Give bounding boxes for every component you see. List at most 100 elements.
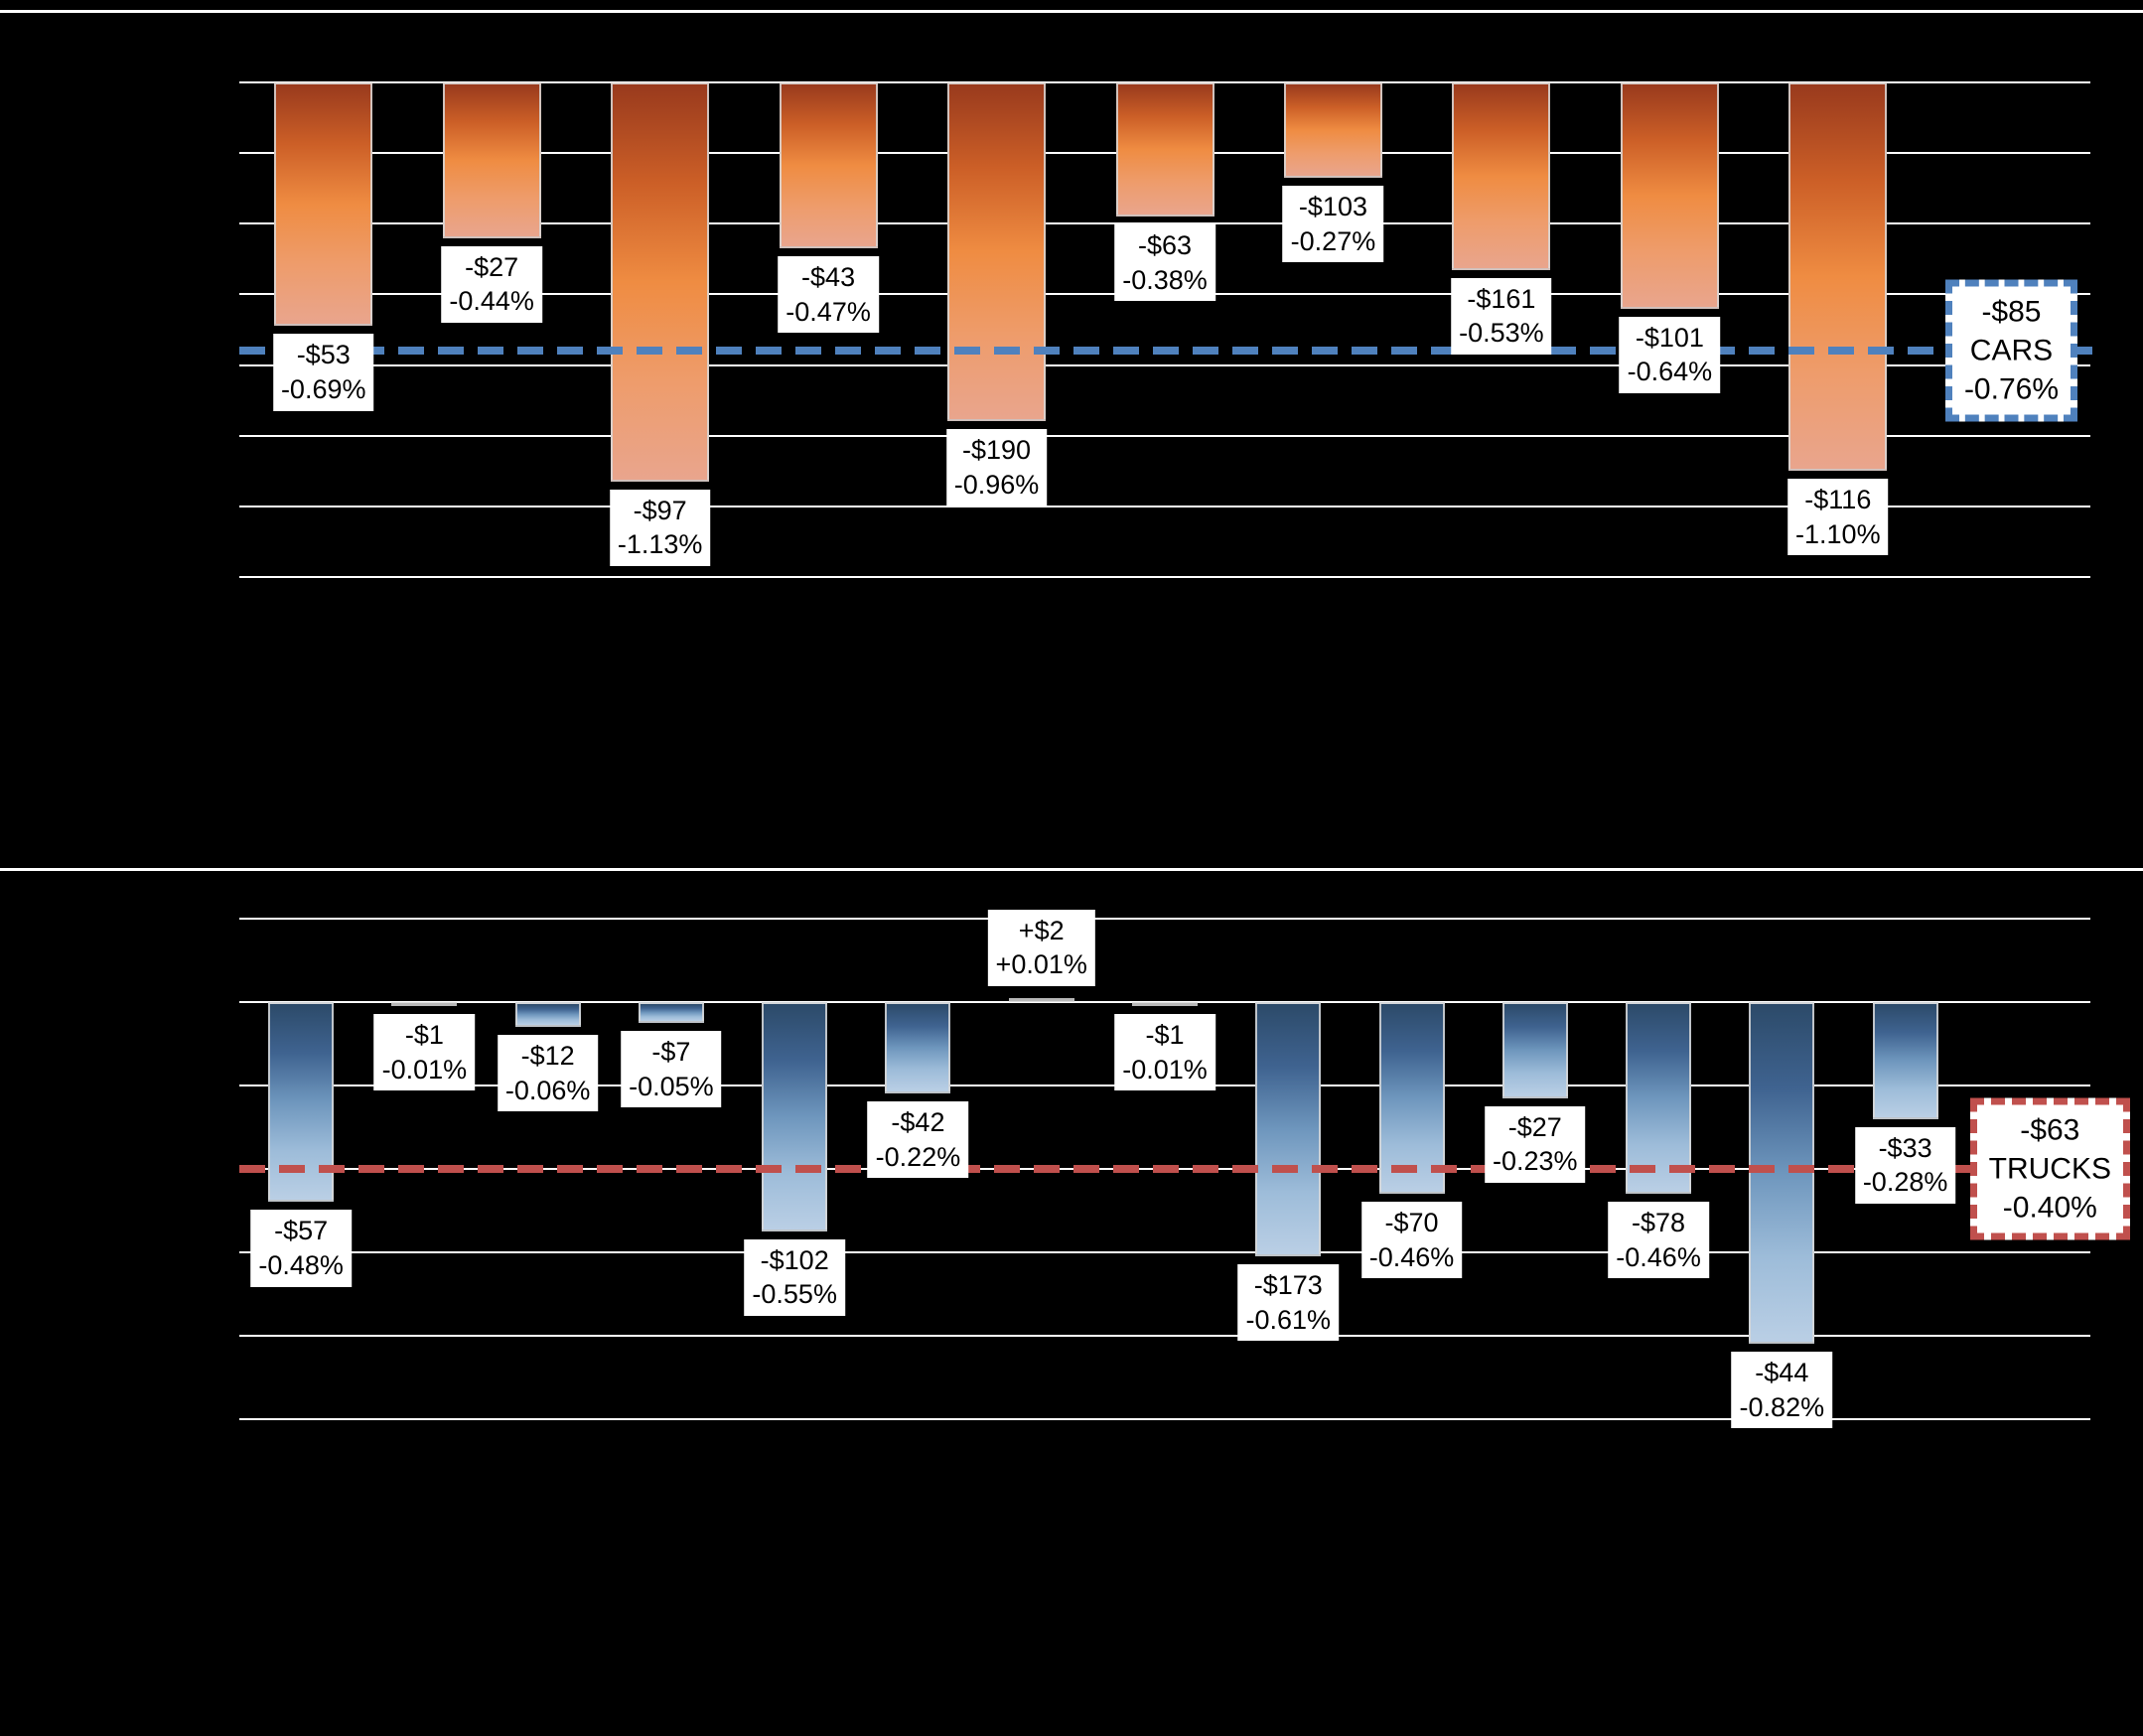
bar-value-label: -$57 -0.48%	[250, 1210, 352, 1287]
bar	[1788, 82, 1888, 472]
average-value: -0.76%	[1963, 372, 2059, 406]
gridline	[239, 918, 2090, 921]
bar-percent-value: -0.46%	[1368, 1241, 1455, 1272]
bar	[1255, 1002, 1322, 1257]
bar-percent-value: -1.13%	[617, 529, 703, 560]
bar-percent-value: -0.96%	[953, 470, 1040, 501]
bar-value-label: -$27 -0.23%	[1485, 1105, 1586, 1183]
gridline	[239, 1250, 2090, 1253]
bar	[1378, 1002, 1445, 1195]
top-panel-border	[0, 10, 2143, 13]
bar	[1749, 1002, 1815, 1345]
bar-value-label: -$53-0.69%	[272, 334, 374, 411]
bar	[442, 82, 541, 238]
bar	[762, 1002, 828, 1231]
bar-percent-value: -0.48%	[258, 1250, 344, 1280]
bar-value-label: -$102 -0.55%	[744, 1238, 845, 1316]
bar-percent-value: -0.05%	[629, 1071, 714, 1101]
bar	[391, 1002, 458, 1007]
bar	[1626, 1002, 1692, 1195]
gridline	[239, 1417, 2090, 1420]
bar-percent-value: -0.23%	[1493, 1146, 1578, 1177]
bar-dollar-value: -$1	[1145, 1020, 1185, 1051]
bar-percent-value: -0.38%	[1122, 264, 1208, 295]
bar-dollar-value: -$12	[520, 1041, 575, 1072]
bar-percent-value: -0.22%	[875, 1141, 961, 1172]
bar	[611, 82, 710, 482]
gridline	[239, 575, 2090, 578]
bar-percent-value: -0.55%	[752, 1279, 837, 1310]
bar-dollar-value: -$42	[891, 1107, 945, 1138]
bar-value-label: -$1-0.01%	[1114, 1014, 1215, 1091]
gridline	[239, 1334, 2090, 1337]
bar-dollar-value: -$43	[801, 262, 856, 293]
bar-dollar-value: -$78	[1632, 1208, 1686, 1238]
bar-value-label: +$2 +0.01%	[987, 909, 1095, 986]
bar-percent-value: -0.53%	[1459, 318, 1544, 349]
bar-dollar-value: -$53	[296, 340, 351, 370]
bar-dollar-value: -$57	[274, 1216, 329, 1246]
bar-percent-value: -0.28%	[1862, 1167, 1948, 1198]
bar-dollar-value: -$190	[962, 435, 1032, 466]
bar	[1283, 82, 1382, 179]
bar-value-label: -$101 -0.64%	[1619, 316, 1721, 393]
bar-percent-value: -0.44%	[449, 286, 534, 317]
bar	[779, 82, 878, 249]
bar	[1452, 82, 1551, 270]
bar-dollar-value: -$7	[651, 1036, 691, 1067]
bar-dollar-value: -$116	[1804, 485, 1872, 515]
bar-percent-value: -0.82%	[1739, 1391, 1825, 1422]
bar-value-label: -$161-0.53%	[1451, 277, 1552, 355]
bar-dollar-value: -$101	[1635, 322, 1704, 353]
bar-dollar-value: -$97	[633, 495, 687, 525]
bar-value-label: -$42-0.22%	[867, 1101, 969, 1179]
bar-dollar-value: -$102	[760, 1244, 829, 1275]
bar-value-label: -$1-0.01%	[373, 1014, 476, 1091]
gridline	[239, 363, 2090, 366]
bar-dollar-value: +$2	[1018, 915, 1065, 945]
bar-percent-value: -0.01%	[1122, 1054, 1208, 1085]
average-value: -0.40%	[2002, 1191, 2097, 1225]
bar-value-label: -$97 -1.13%	[609, 489, 711, 567]
panel-separator-border	[0, 868, 2143, 871]
bar-percent-value: -0.06%	[504, 1075, 591, 1105]
bar-dollar-value: -$27	[465, 251, 519, 282]
bar-value-label: -$44-0.82%	[1731, 1352, 1833, 1429]
gridline	[239, 505, 2090, 507]
bar-percent-value: -0.61%	[1245, 1304, 1332, 1335]
bar-value-label: -$103-0.27%	[1282, 186, 1384, 263]
bar-value-label: -$43-0.47%	[778, 256, 879, 334]
bar-dollar-value: -$27	[1507, 1111, 1562, 1142]
bar-percent-value: -0.64%	[1627, 357, 1713, 387]
bar-dollar-value: -$173	[1253, 1270, 1323, 1301]
bar-value-label: -$7 -0.05%	[621, 1030, 722, 1108]
bar-percent-value: -0.01%	[381, 1054, 468, 1085]
series-name: TRUCKS	[1988, 1152, 2111, 1186]
bar-percent-value: +0.01%	[995, 949, 1087, 980]
bar-percent-value: -0.27%	[1290, 225, 1376, 256]
bar-value-label: -$116-1.10%	[1787, 479, 1889, 556]
bar-dollar-value: -$33	[1878, 1132, 1932, 1163]
bar	[1132, 1002, 1198, 1007]
bar-value-label: -$78-0.46%	[1608, 1202, 1709, 1279]
bar	[1115, 82, 1214, 217]
bar-percent-value: -0.69%	[280, 373, 366, 404]
bar-dollar-value: -$63	[1137, 230, 1193, 261]
average-value: -$85	[1981, 295, 2042, 329]
bar	[1620, 82, 1719, 309]
bar	[1872, 1002, 1938, 1119]
bar-dollar-value: -$70	[1384, 1208, 1439, 1238]
bar-value-label: -$27 -0.44%	[441, 245, 542, 323]
bar	[885, 1002, 951, 1094]
bar-dollar-value: -$103	[1298, 192, 1367, 222]
bar-percent-value: -0.46%	[1616, 1241, 1701, 1272]
bar-value-label: -$190 -0.96%	[945, 429, 1048, 506]
bar-percent-value: -1.10%	[1795, 518, 1881, 549]
bar-value-label: -$63-0.38%	[1114, 224, 1215, 302]
bar	[1501, 1002, 1568, 1098]
gridline	[239, 222, 2090, 225]
bar	[947, 82, 1047, 422]
